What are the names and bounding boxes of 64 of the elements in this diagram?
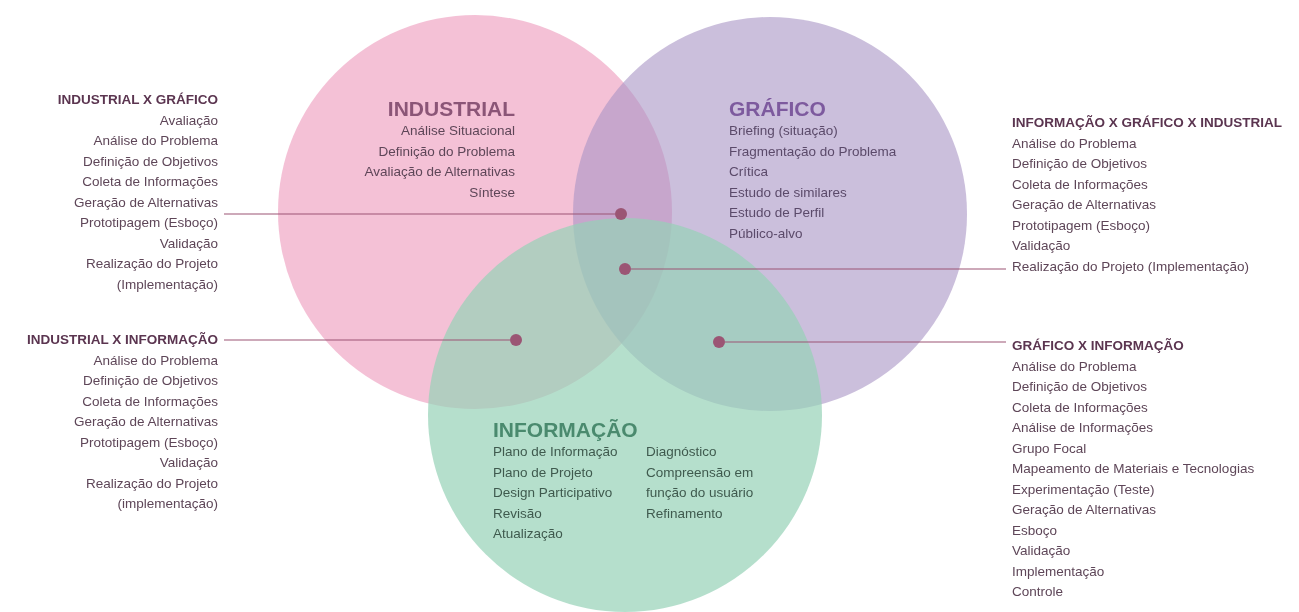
list-item: Atualização	[493, 525, 564, 543]
list-heading: GRÁFICO X INFORMAÇÃO	[1012, 337, 1185, 355]
list-item: Esboço	[1012, 521, 1059, 540]
list-item: Estudo de similares	[729, 183, 848, 202]
list-item: Validação	[1012, 542, 1072, 560]
list-item: Validação	[1012, 237, 1072, 255]
list-item: Coleta de Informações	[1012, 175, 1149, 194]
leader-line	[630, 268, 1007, 270]
list-item: Análise do Problema	[1012, 134, 1138, 153]
list-item: Análise Situacional	[399, 122, 515, 140]
list-item: Realização do Projeto (implementação)	[84, 474, 218, 513]
list-item: Implementação	[1012, 562, 1106, 581]
list-item: Geração de Alternativas	[72, 413, 218, 431]
list-item: Crítica	[729, 163, 769, 181]
list-item: Fragmentação do Problema	[729, 142, 897, 161]
list-item: Geração de Alternativas	[72, 193, 218, 212]
circle-heading: INDUSTRIAL	[386, 97, 515, 121]
list-item: Plano de Informação	[493, 443, 619, 461]
list-item: Público-alvo	[729, 224, 804, 243]
list-item: Revisão	[493, 504, 543, 523]
list-item: Diagnóstico	[646, 443, 718, 461]
list-item: Compreensão em função do usuário	[646, 463, 755, 502]
list-item: Validação	[158, 454, 218, 472]
list-item: Mapeamento de Materiais e Tecnologias	[1012, 460, 1255, 478]
list-item: Grupo Focal	[1012, 439, 1088, 458]
list-item: Avaliação de Alternativas	[364, 163, 515, 181]
list-item: Síntese	[468, 183, 515, 202]
list-item: Refinamento	[646, 504, 724, 523]
list-item: Definição de Objetivos	[81, 152, 218, 171]
list-item: Definição de Objetivos	[1012, 378, 1149, 396]
list-item: Realização do Projeto (Implementação)	[84, 255, 218, 294]
list-item: Definição de Objetivos	[1012, 155, 1149, 173]
list-item: Análise do Problema	[1012, 357, 1138, 376]
list-item: Avaliação	[158, 111, 218, 130]
leader-line	[223, 339, 511, 341]
list-item: Realização do Projeto (Implementação)	[1012, 257, 1251, 276]
leader-dot	[615, 208, 627, 220]
list-item: Análise do Problema	[92, 132, 218, 150]
list-item: Análise do Problema	[92, 351, 218, 370]
list-heading: INFORMAÇÃO X GRÁFICO X INDUSTRIAL	[1012, 114, 1282, 132]
list-item: Coleta de Informações	[81, 173, 218, 191]
list-item: Definição de Objetivos	[81, 372, 218, 390]
circle-heading: GRÁFICO	[729, 97, 827, 121]
list-item: Experimentação (Teste)	[1012, 480, 1156, 499]
list-item: Coleta de Informações	[1012, 398, 1149, 417]
list-item: Prototipagem (Esboço)	[78, 433, 218, 452]
list-item: Prototipagem (Esboço)	[78, 214, 218, 232]
list-item: Plano de Projeto	[493, 463, 594, 482]
list-item: Geração de Alternativas	[1012, 501, 1158, 519]
list-item: Validação	[158, 234, 218, 253]
list-item: Estudo de Perfil	[729, 204, 826, 222]
list-item: Análise de Informações	[1012, 419, 1155, 437]
circle-heading: INFORMAÇÃO	[493, 418, 638, 442]
list-item: Definição do Problema	[377, 142, 515, 161]
list-item: Briefing (situação)	[729, 122, 839, 140]
list-item: Coleta de Informações	[81, 392, 218, 411]
list-item: Prototipagem (Esboço)	[1012, 216, 1152, 235]
leader-line	[724, 341, 1007, 343]
list-heading: INDUSTRIAL X GRÁFICO	[57, 91, 218, 109]
list-item: Design Participativo	[493, 484, 614, 502]
leader-line	[223, 213, 616, 215]
list-item: Geração de Alternativas	[1012, 196, 1158, 214]
list-heading: INDUSTRIAL X INFORMAÇÃO	[27, 331, 218, 349]
list-item: Controle	[1012, 583, 1065, 601]
